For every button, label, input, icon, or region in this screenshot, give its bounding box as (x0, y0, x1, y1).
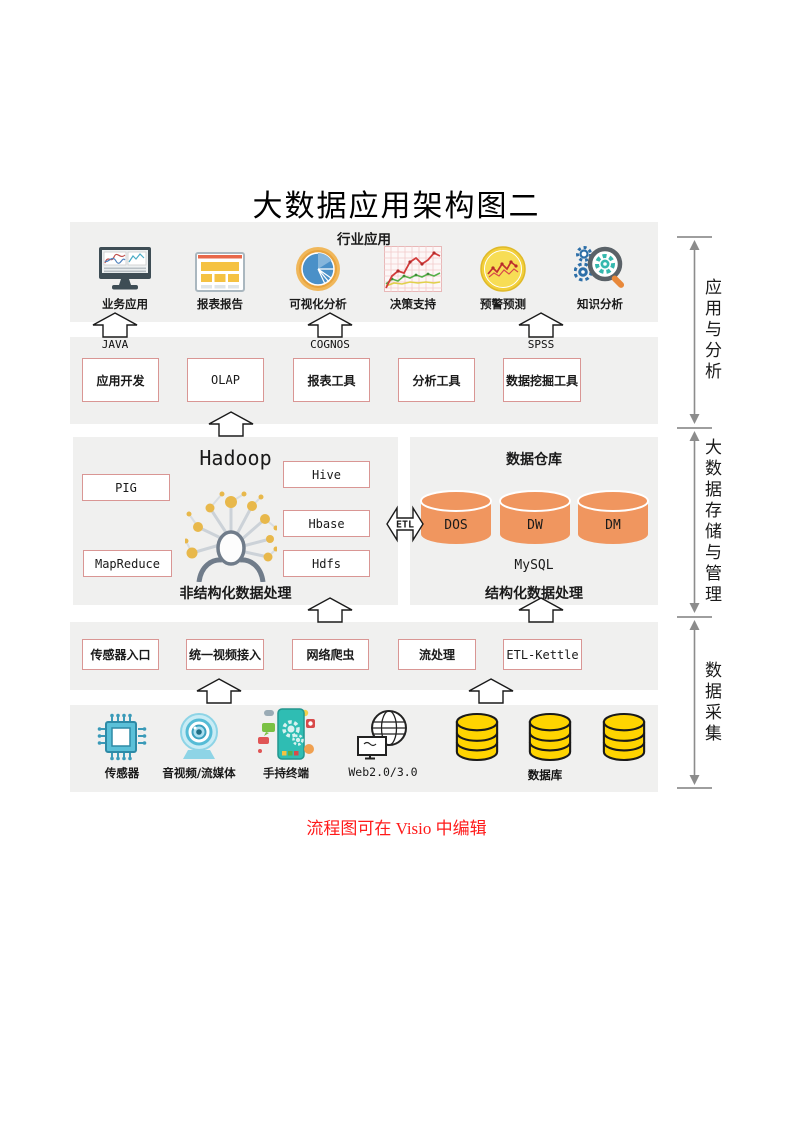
app-dev-box: 应用开发 (82, 358, 159, 402)
ruler-tick (677, 787, 712, 789)
up-arrow-to-warehouse (518, 597, 564, 623)
analysis-tools-box: 分析工具 (398, 358, 475, 402)
up-arrow-sources-right (468, 678, 514, 704)
warehouse-panel: 数据仓库 DOS DW DM MySQL 结构化数据处理 (410, 437, 658, 605)
source-sensor: 传感器 (80, 709, 164, 781)
arrow-label-spss: SPSS (527, 338, 555, 351)
person-network-icon (185, 491, 277, 582)
page-title: 大数据应用架构图二 (252, 190, 541, 223)
olap-box: OLAP (187, 358, 264, 402)
monitor-charts-icon (80, 242, 170, 292)
pie-chart-icon (273, 242, 363, 292)
hdfs-box: Hdfs (283, 550, 370, 577)
database-cylinder (455, 712, 499, 762)
hive-box: Hive (283, 461, 370, 488)
up-arrow-sources-left (196, 678, 242, 704)
line-chart-icon (368, 242, 458, 292)
ruler-tick (677, 616, 712, 618)
up-arrow-spss (518, 312, 564, 338)
mapreduce-box: MapReduce (83, 550, 172, 577)
webcam-icon (157, 709, 241, 761)
report-tools-box: 报表工具 (293, 358, 370, 402)
app-knowledge: 知识分析 (555, 242, 645, 312)
tools-band: 应用开发 OLAP 报表工具 分析工具 数据挖掘工具 (70, 337, 658, 424)
ruler-label-storage: 大数据存储与管理 (702, 438, 721, 606)
source-label: 音视频/流媒体 (162, 766, 236, 780)
hadoop-title: Hadoop (199, 446, 272, 470)
up-arrow-java (92, 312, 138, 338)
svg-text:DOS: DOS (444, 518, 467, 533)
app-label: 知识分析 (577, 297, 623, 311)
app-forecast: 预警预测 (458, 242, 548, 312)
sensor-entry-box: 传感器入口 (82, 639, 159, 670)
app-label: 决策支持 (390, 297, 436, 311)
database-cylinder (602, 712, 646, 762)
source-handheld: 手持终端 (244, 708, 328, 781)
source-label: 数据库 (527, 768, 563, 782)
hadoop-panel: Hadoop PIG MapReduce Hive Hbase Hdfs (73, 437, 398, 605)
app-label: 业务应用 (102, 297, 148, 311)
magnifier-gears-icon (555, 242, 645, 292)
dw-cylinder: DW (499, 490, 571, 544)
hadoop-caption: 非结构化数据处理 (179, 586, 292, 602)
mysql-label: MySQL (514, 558, 554, 573)
smartphone-icon (244, 708, 328, 761)
etl-kettle-box: ETL-Kettle (503, 639, 582, 670)
dm-cylinder: DM (577, 490, 649, 544)
etl-arrow: ETL (386, 505, 424, 543)
up-arrow-olap (208, 411, 254, 437)
ruler-arrow-storage (689, 431, 700, 613)
visio-caption: 流程图可在 Visio 中编辑 (306, 819, 487, 838)
warehouse-caption: 结构化数据处理 (485, 586, 583, 602)
ruler-tick (677, 427, 712, 429)
dos-cylinder: DOS (420, 490, 492, 544)
up-arrow-cognos (307, 312, 353, 338)
data-mining-tools-box: 数据挖掘工具 (503, 358, 581, 402)
pig-box: PIG (82, 474, 170, 501)
report-document-icon (175, 242, 265, 292)
video-access-box: 统一视频接入 (186, 639, 264, 670)
industry-applications-band: 行业应用 业务应用 (70, 222, 658, 322)
svg-text:DM: DM (605, 518, 621, 533)
database-cylinder (528, 712, 572, 762)
alert-forecast-icon (458, 242, 548, 292)
arrow-label-java: JAVA (101, 338, 129, 351)
source-label: Web2.0/3.0 (348, 765, 418, 779)
svg-text:ETL: ETL (396, 520, 414, 531)
ingest-band: 传感器入口 统一视频接入 网络爬虫 流处理 ETL-Kettle (70, 622, 658, 690)
hbase-box: Hbase (283, 510, 370, 537)
app-report: 报表报告 (175, 242, 265, 312)
app-label: 报表报告 (197, 297, 243, 311)
sources-band: 传感器 音视频/流媒体 (70, 705, 658, 792)
app-label: 预警预测 (480, 297, 526, 311)
stream-processing-box: 流处理 (398, 639, 476, 670)
app-decision: 决策支持 (368, 242, 458, 312)
ruler-arrow-application (689, 240, 700, 424)
source-web: Web2.0/3.0 (341, 709, 425, 779)
globe-monitor-icon (341, 709, 425, 761)
source-label: 传感器 (104, 766, 140, 780)
source-label: 手持终端 (263, 766, 309, 780)
ruler-tick (677, 236, 712, 238)
ruler-label-application: 应用与分析 (702, 278, 721, 383)
source-media: 音视频/流媒体 (157, 709, 241, 781)
app-label: 可视化分析 (289, 297, 347, 311)
arrow-label-cognos: COGNOS (310, 338, 350, 351)
warehouse-title: 数据仓库 (506, 452, 562, 468)
app-business: 业务应用 (80, 242, 170, 312)
ruler-arrow-collection (689, 620, 700, 785)
industry-band-title: 行业应用 (337, 232, 391, 248)
app-visualization: 可视化分析 (273, 242, 363, 312)
svg-text:DW: DW (527, 518, 543, 533)
up-arrow-to-hadoop (307, 597, 353, 623)
ruler-label-collection: 数据采集 (702, 661, 721, 745)
web-crawler-box: 网络爬虫 (292, 639, 369, 670)
chip-icon (80, 709, 164, 761)
